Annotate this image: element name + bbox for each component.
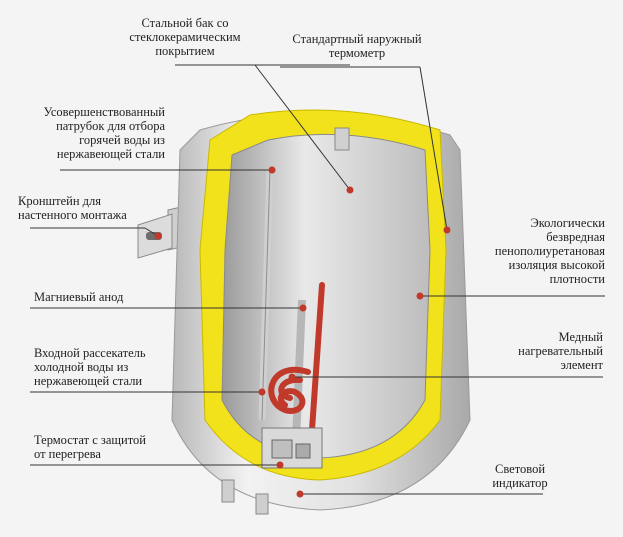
leader-lines (30, 64, 605, 498)
copper-heating-element (268, 282, 325, 433)
label-anode: Магниевый анод (34, 290, 124, 304)
label-thermometer: Стандартный наружный термометр (292, 32, 422, 60)
bottom-pipe-left (221, 479, 235, 503)
thermostat-block (261, 427, 323, 469)
label-cold-inlet: Входной рассекатель холодной воды из нер… (34, 346, 146, 388)
label-heater: Медный нагревательный элемент (518, 330, 603, 372)
thermometer-stub (334, 127, 350, 151)
inner-tank (221, 133, 431, 459)
label-hot-outlet: Усовершенствованный патрубок для отбора … (43, 105, 165, 161)
label-bracket: Кронштейн для настенного монтажа (18, 194, 127, 222)
label-insulation: Экологически безвредная пенополиуретанов… (494, 216, 605, 286)
label-indicator: Световой индикатор (492, 462, 548, 490)
label-steel-tank: Стальной бак со стеклокерамическим покры… (129, 16, 241, 58)
label-thermostat: Термостат с защитой от перегрева (34, 433, 146, 461)
bottom-pipe-right (255, 493, 269, 515)
